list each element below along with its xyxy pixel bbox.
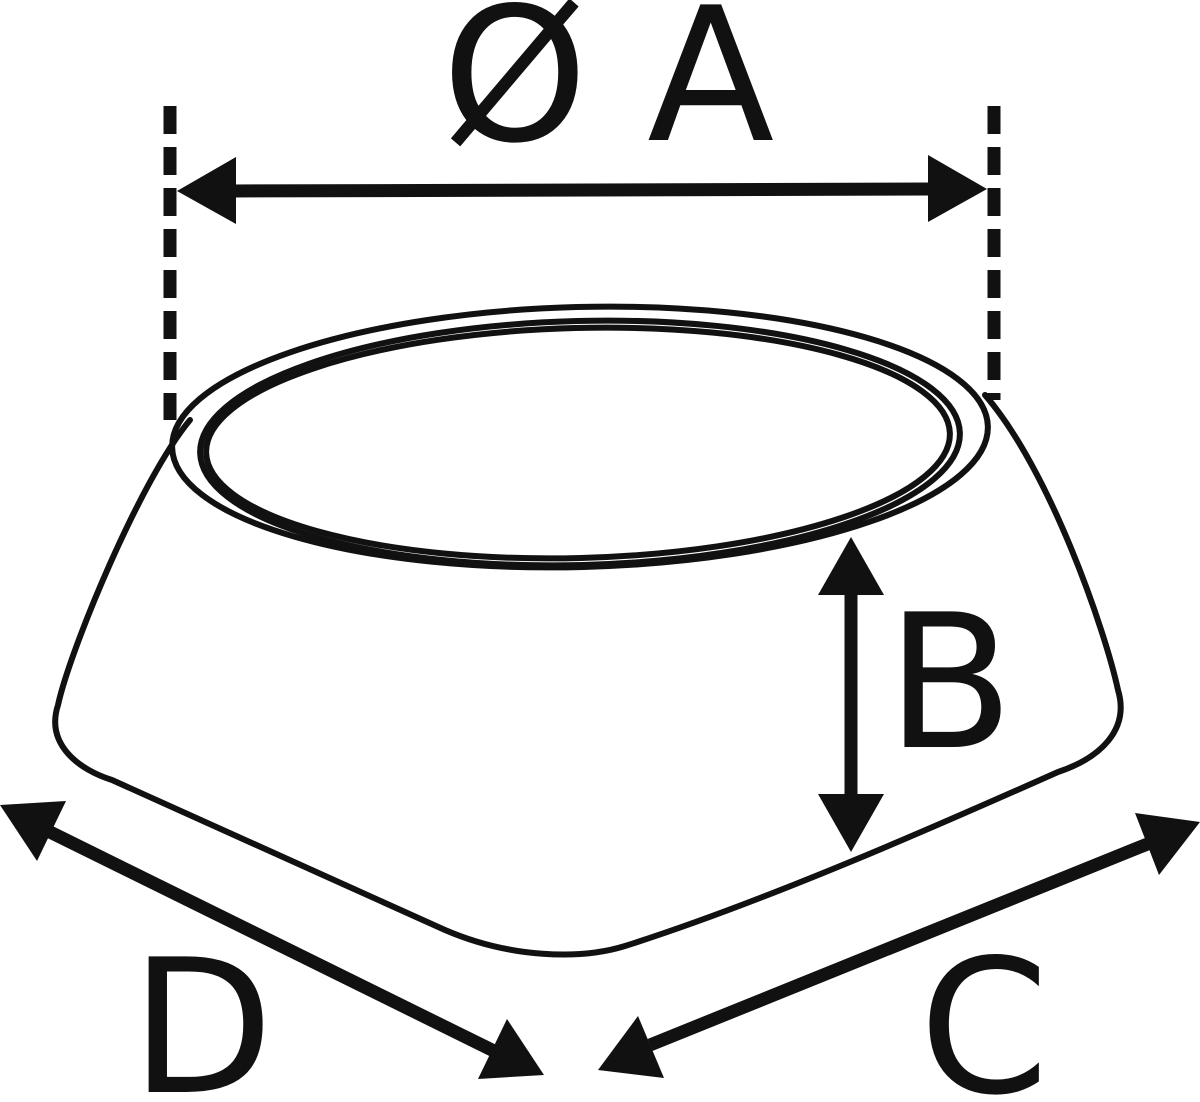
label-height-b: B xyxy=(886,574,1014,791)
arrow-head-c-bottom xyxy=(598,1016,664,1078)
dimension-a-arrow xyxy=(177,155,987,224)
arrow-head-d-top xyxy=(0,801,66,861)
arrow-head-a-right xyxy=(928,155,987,222)
dimension-d-arrow xyxy=(0,801,544,1079)
label-side-c: C xyxy=(919,919,1049,1102)
arrow-head-d-bottom xyxy=(478,1019,544,1079)
cone-body-outline xyxy=(52,392,1124,958)
rim-inner-ellipse xyxy=(203,324,953,562)
arrow-head-b-bottom xyxy=(818,794,884,852)
dimension-c-arrow xyxy=(598,813,1200,1078)
arrow-head-c-top xyxy=(1135,813,1200,875)
label-diameter-a: Ø A xyxy=(442,0,775,184)
dimension-b-arrow xyxy=(818,537,884,852)
arrow-head-b-top xyxy=(818,537,884,595)
rim-middle-ellipse xyxy=(197,317,963,569)
label-side-d: D xyxy=(130,919,273,1102)
rim-outer-ellipse xyxy=(169,303,991,571)
arrow-head-a-left xyxy=(177,157,236,224)
